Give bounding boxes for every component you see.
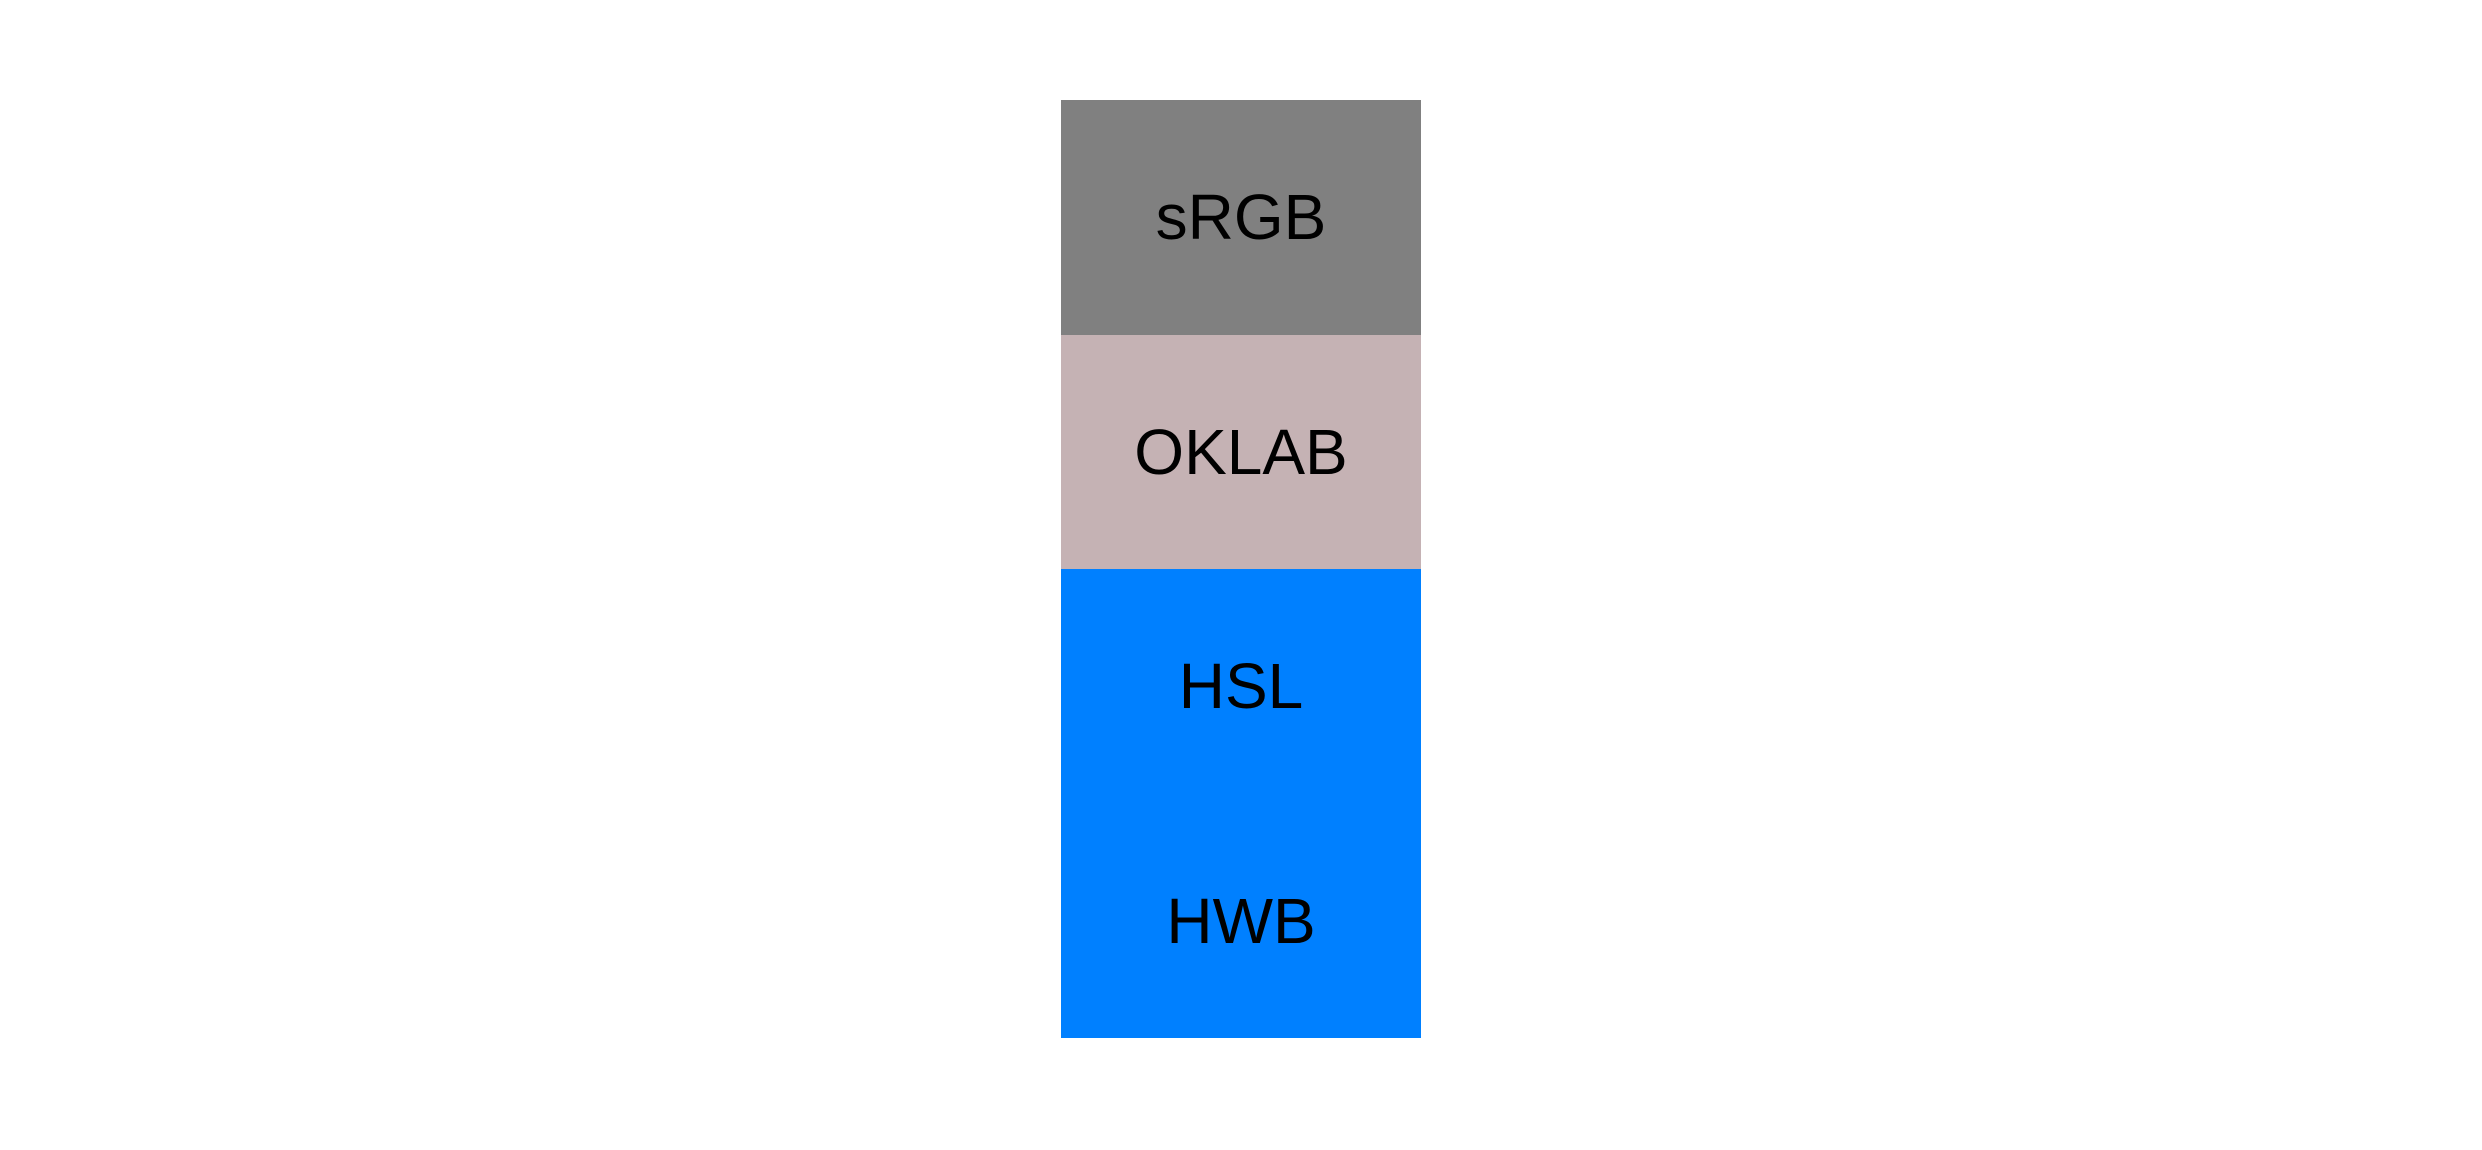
swatch-oklab-label: OKLAB: [1134, 415, 1348, 488]
color-space-swatch-stack: sRGB OKLAB HSL HWB: [1061, 100, 1421, 1038]
swatch-srgb: sRGB: [1061, 100, 1421, 335]
swatch-srgb-label: sRGB: [1155, 181, 1327, 254]
swatch-hsl: HSL: [1061, 569, 1421, 804]
swatch-hwb-label: HWB: [1166, 884, 1316, 957]
swatch-hwb: HWB: [1061, 803, 1421, 1038]
swatch-oklab: OKLAB: [1061, 334, 1421, 569]
swatch-hsl-label: HSL: [1178, 650, 1304, 723]
